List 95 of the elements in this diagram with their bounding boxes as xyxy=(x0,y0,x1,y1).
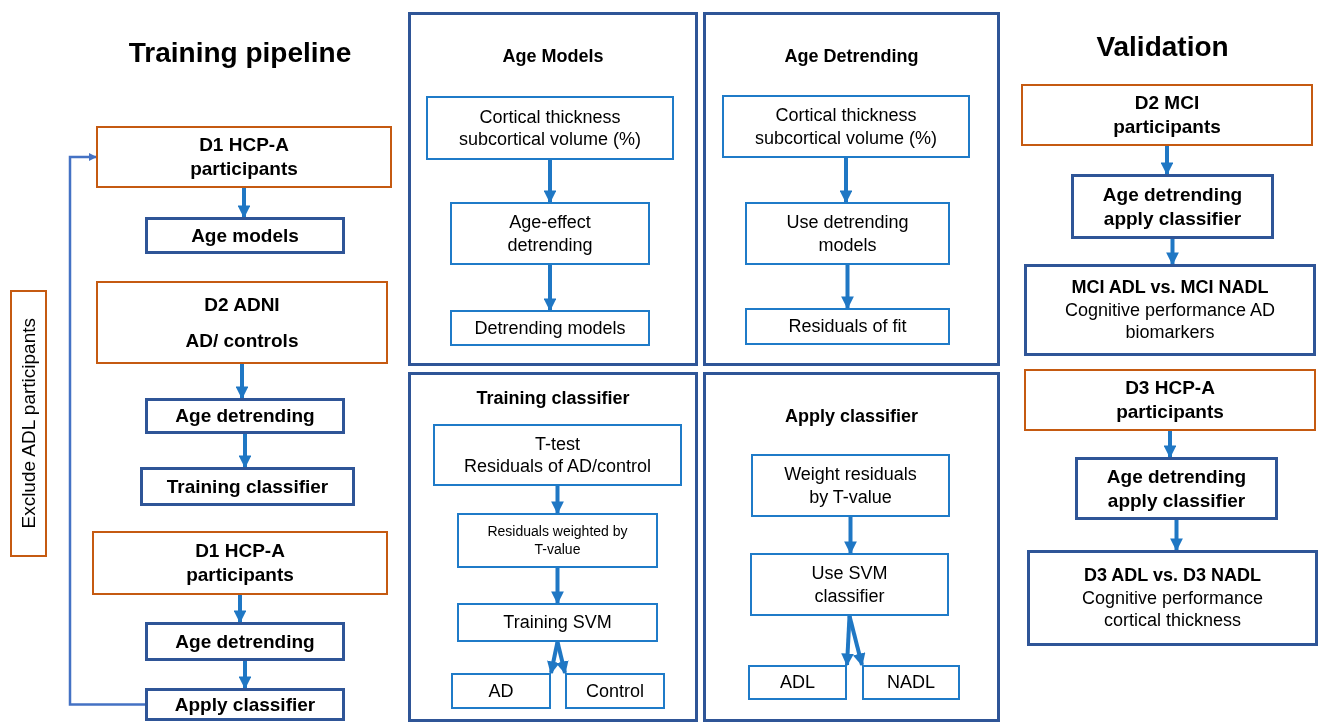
box-text: Age detrending xyxy=(174,404,316,428)
process-box xyxy=(1024,264,1316,356)
section-panel xyxy=(408,372,698,722)
data-box xyxy=(1024,369,1316,431)
arrow xyxy=(1170,520,1183,552)
section-panel xyxy=(703,12,1000,366)
box-text: Apply classifier xyxy=(173,692,317,717)
box-text: D2 ADNI xyxy=(203,292,281,317)
step-box xyxy=(450,310,650,346)
box-text: MCI ADL vs. MCI NADL xyxy=(1070,276,1270,299)
box-text: Age-effect detrending xyxy=(506,211,594,256)
arrow xyxy=(543,160,557,204)
step-box xyxy=(722,95,970,158)
arrow xyxy=(233,595,247,624)
section-title: Validation xyxy=(1095,30,1230,64)
box-text: Cortical thickness subcortical volume (%) xyxy=(457,105,643,151)
box-text: Age detrending xyxy=(174,629,316,654)
box-text: Weight residuals by T-value xyxy=(783,463,918,508)
step-box xyxy=(751,454,950,517)
step-box xyxy=(433,424,682,486)
arrow xyxy=(238,434,252,469)
box-text: D1 HCP-A participants xyxy=(189,133,299,181)
box-text: Cortical thickness subcortical volume (%) xyxy=(753,104,939,149)
box-text: Detrending models xyxy=(473,316,627,340)
arrow xyxy=(551,568,564,605)
section-panel xyxy=(408,12,698,366)
box-text: Training SVM xyxy=(502,611,613,634)
box-text: Exclude ADL participants xyxy=(16,317,40,531)
section-panel xyxy=(703,372,1000,722)
box-text: Cognitive performance AD biomarkers xyxy=(1063,298,1277,344)
arrow xyxy=(235,364,249,400)
arrow xyxy=(841,615,854,667)
step-box xyxy=(745,202,950,265)
box-text: Age detrending apply classifier xyxy=(1101,182,1244,231)
arrow xyxy=(839,158,853,204)
process-box xyxy=(145,398,345,434)
box-text: D3 ADL vs. D3 NADL xyxy=(1082,564,1262,587)
data-box xyxy=(1021,84,1313,146)
note-box xyxy=(10,290,47,557)
process-box xyxy=(1071,174,1274,239)
box-text: NADL xyxy=(886,671,936,694)
step-box xyxy=(451,673,551,709)
box-text: Control xyxy=(585,679,645,703)
box-text: D1 HCP-A participants xyxy=(185,539,295,587)
box-text: Age models xyxy=(190,223,300,248)
box-text: D2 MCI participants xyxy=(1112,91,1222,139)
step-box xyxy=(745,308,950,345)
box-text: Residuals weighted by T-value xyxy=(486,523,629,558)
process-box xyxy=(145,217,345,254)
step-box xyxy=(426,96,674,160)
step-box xyxy=(862,665,960,700)
arrow xyxy=(68,153,145,706)
box-text: AD/ controls xyxy=(184,328,300,353)
panel-heading: Apply classifier xyxy=(783,405,920,428)
step-box xyxy=(457,513,658,568)
section-title: Training pipeline xyxy=(127,36,353,70)
box-text: Residuals of fit xyxy=(787,315,908,338)
arrow xyxy=(237,188,251,219)
process-box xyxy=(140,467,355,506)
box-text: Cognitive performance cortical thickness xyxy=(1080,586,1265,632)
box-text: Use SVM classifier xyxy=(810,562,889,607)
arrow xyxy=(1166,239,1179,266)
box-text: AD xyxy=(487,679,515,703)
arrow xyxy=(1163,431,1177,459)
process-box xyxy=(145,622,345,661)
process-box xyxy=(145,688,345,721)
box-text: D3 HCP-A participants xyxy=(1115,376,1225,424)
box-text: Use detrending models xyxy=(785,211,910,256)
panel-heading: Age Models xyxy=(501,45,605,68)
arrow xyxy=(551,486,564,515)
arrow xyxy=(847,615,866,667)
step-box xyxy=(750,553,949,616)
box-text: T-test xyxy=(534,432,581,455)
arrow xyxy=(555,641,569,675)
arrow xyxy=(238,661,252,690)
process-box xyxy=(1027,550,1318,646)
box-text: Age detrending apply classifier xyxy=(1105,464,1248,513)
panel-heading: Age Detrending xyxy=(783,45,920,68)
step-box xyxy=(457,603,658,642)
arrow xyxy=(547,641,560,675)
step-box xyxy=(748,665,847,700)
box-text: Residuals of AD/control xyxy=(462,455,653,478)
step-box xyxy=(450,202,650,265)
data-box xyxy=(96,281,388,364)
box-text: ADL xyxy=(779,671,816,694)
box-text: Training classifier xyxy=(165,474,330,499)
arrow xyxy=(1160,146,1174,176)
data-box xyxy=(92,531,388,595)
arrow xyxy=(841,265,854,310)
arrow xyxy=(844,517,857,555)
process-box xyxy=(1075,457,1278,520)
arrow xyxy=(543,265,557,312)
data-box xyxy=(96,126,392,188)
panel-heading: Training classifier xyxy=(475,387,631,410)
step-box xyxy=(565,673,665,709)
